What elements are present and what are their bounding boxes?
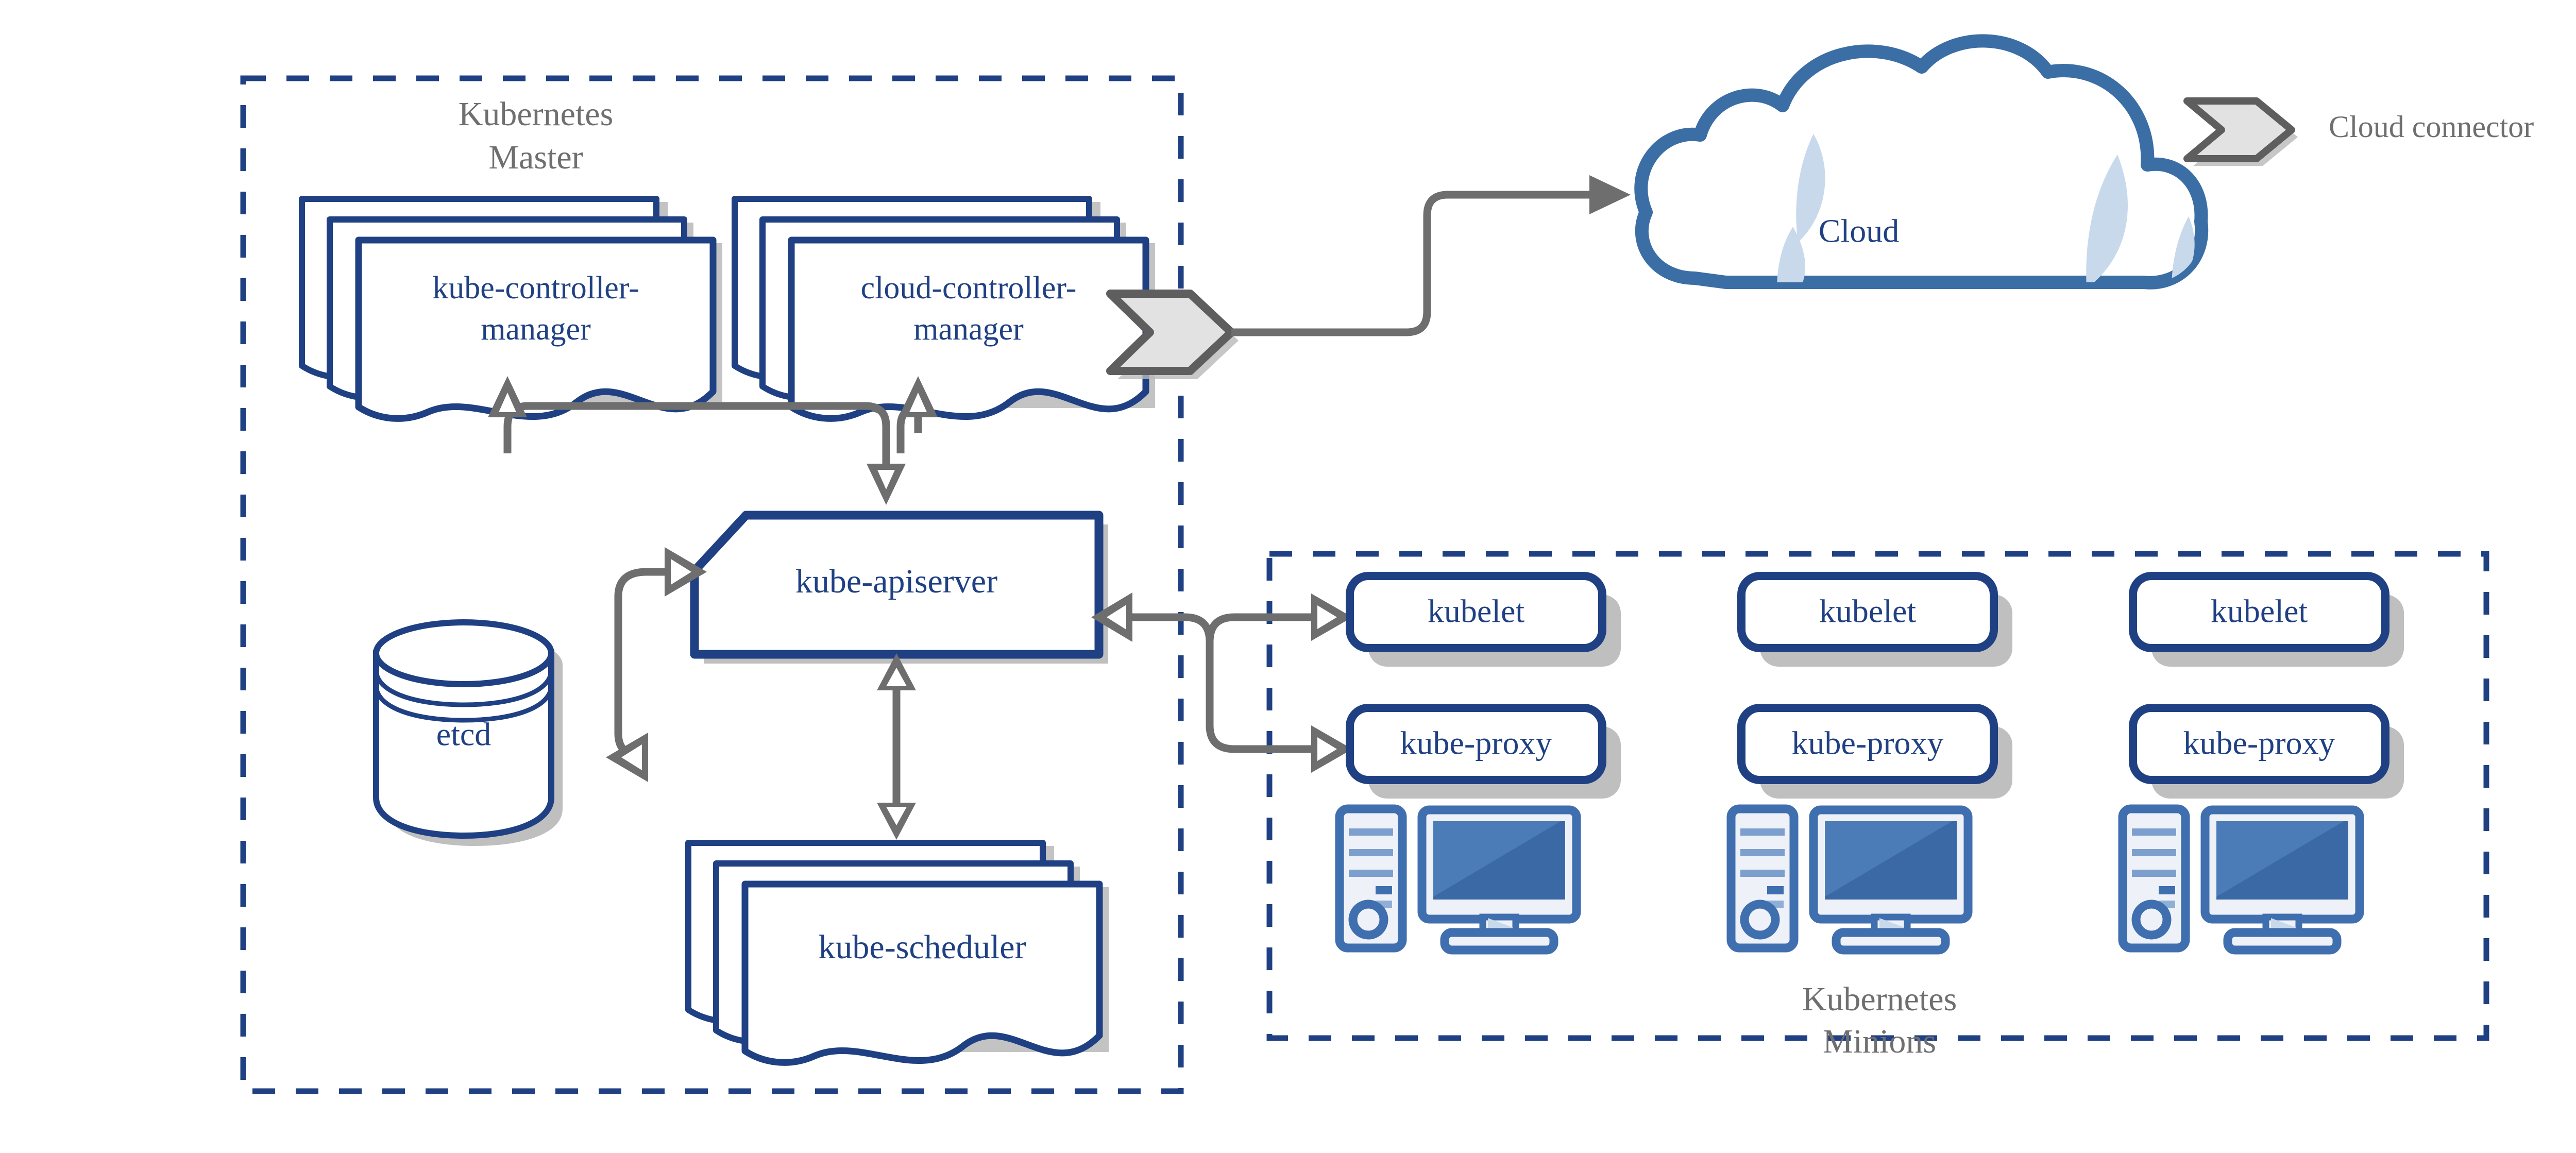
kubernetes-minions-boundary	[1266, 551, 2489, 1041]
kubernetes-master-boundary	[240, 75, 1184, 1094]
arrowhead-right-kubeproxy	[1311, 725, 1352, 773]
arrowhead-right-apiserver	[665, 547, 707, 597]
cloud-controller-manager-label-line1: cloud-controller-	[861, 270, 1077, 306]
kube-apiserver-label: kube-apiserver	[795, 563, 997, 600]
kubelet-box[interactable]: kubelet	[2129, 572, 2404, 667]
arrowhead-down-apiserver	[867, 464, 906, 505]
kubelet-label: kubelet	[1428, 593, 1525, 630]
arrowhead-right-kubelet	[1311, 594, 1352, 641]
arrowhead-down-scheduler	[877, 803, 916, 840]
legend-cloud-connector-icon	[2183, 97, 2298, 166]
arrows-apiserver-to-minions	[1091, 592, 1352, 773]
kubelet-label: kubelet	[2211, 593, 2308, 630]
kube-proxy-label: kube-proxy	[2183, 725, 2335, 761]
kube-proxy-box[interactable]: kube-proxy	[2129, 704, 2404, 799]
kube-proxy-label: kube-proxy	[1400, 725, 1552, 761]
computer-icon	[2118, 804, 2364, 955]
minion-node-3[interactable]: kubelet kube-proxy	[2118, 572, 2404, 955]
arrowhead-left-etcd	[606, 733, 648, 782]
cloud-label: Cloud	[1819, 213, 1899, 249]
kubelet-box[interactable]: kubelet	[1346, 572, 1621, 667]
legend-cloud-connector-label: Cloud connector	[2329, 110, 2534, 144]
computer-icon	[1335, 804, 1581, 955]
cloud-connector-icon[interactable]	[1106, 290, 1239, 379]
kubelet-box[interactable]: kubelet	[1737, 572, 2012, 667]
kubernetes-minions-label-line2: Minions	[1823, 1023, 1936, 1060]
computer-icon	[1726, 804, 1973, 955]
arrowhead-left-apiserver-minions	[1091, 592, 1132, 642]
etcd-label: etcd	[436, 716, 492, 753]
cloud-node[interactable]: Cloud	[1634, 34, 2209, 309]
minion-node-1[interactable]: kubelet kube-proxy	[1335, 572, 1621, 955]
kube-scheduler-node[interactable]: kube-scheduler	[685, 840, 1109, 1066]
arrow-controllers-to-apiserver	[488, 376, 938, 505]
kube-controller-manager-label-line2: manager	[481, 312, 591, 347]
cloud-controller-manager-node[interactable]: cloud-controller- manager	[732, 196, 1155, 422]
arrow-apiserver-etcd	[606, 547, 707, 782]
kubelet-label: kubelet	[1819, 593, 1917, 630]
kube-scheduler-label: kube-scheduler	[818, 928, 1026, 966]
cloud-controller-manager-label-line2: manager	[913, 312, 1024, 347]
arrowhead-up-right	[899, 376, 938, 417]
kube-proxy-box[interactable]: kube-proxy	[1346, 704, 1621, 799]
kube-controller-manager-node[interactable]: kube-controller- manager	[299, 196, 722, 422]
doc-page-front	[741, 880, 1103, 1066]
legend-cloud-connector: Cloud connector	[2183, 97, 2534, 166]
kube-proxy-box[interactable]: kube-proxy	[1737, 704, 2012, 799]
kube-controller-manager-label-line1: kube-controller-	[432, 270, 639, 306]
kubernetes-master-label-line2: Master	[488, 139, 583, 176]
arrow-cloud-controller-to-cloud	[1231, 175, 1631, 336]
doc-page-front	[788, 236, 1149, 422]
etcd-node[interactable]: etcd	[373, 619, 563, 846]
minion-node-2[interactable]: kubelet kube-proxy	[1726, 572, 2012, 955]
kubernetes-minions-label-line1: Kubernetes	[1802, 980, 1957, 1018]
kubernetes-master-label-line1: Kubernetes	[459, 95, 614, 133]
arrowhead-up-apiserver	[877, 653, 916, 690]
kube-apiserver-node[interactable]: kube-apiserver	[690, 511, 1108, 664]
arrow-apiserver-scheduler	[877, 653, 916, 840]
arrowhead-up-left	[488, 376, 527, 417]
kube-proxy-label: kube-proxy	[1791, 725, 1943, 761]
cloud-inner-accents	[1776, 134, 2195, 283]
